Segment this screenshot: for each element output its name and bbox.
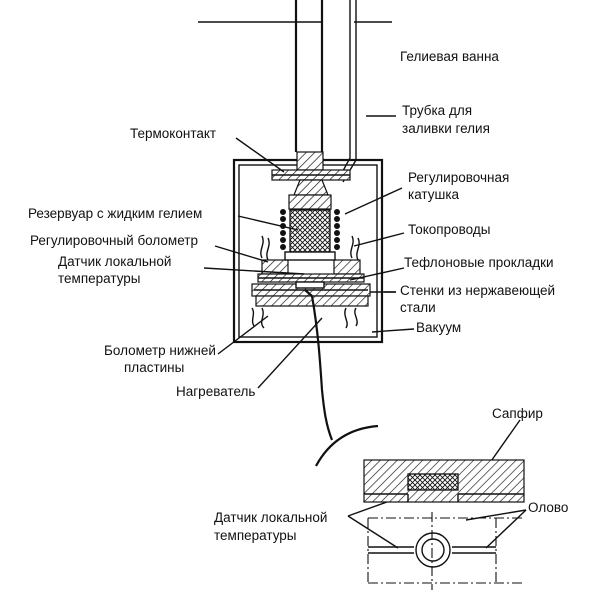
label-tin: Олово — [528, 500, 568, 515]
label-fill-tube-line1: Трубка для — [402, 103, 472, 118]
label-reservoir: Резервуар с жидким гелием — [28, 206, 202, 221]
helium-reservoir — [289, 209, 331, 253]
labels: Гелиевая ванна Трубка для заливки гелия … — [28, 49, 568, 543]
label-current-leads: Токопроводы — [408, 222, 490, 237]
label-heater: Нагреватель — [176, 384, 255, 399]
label-steel-walls-line2: стали — [400, 300, 436, 315]
fill-tube — [337, 0, 396, 183]
label-local-sensor-line2: температуры — [58, 271, 141, 286]
label-bottom-bolometer-line1: Болометр нижней — [104, 343, 216, 358]
detail-view — [363, 459, 525, 590]
label-bottom-bolometer-line2: пластины — [124, 360, 184, 375]
label-fill-tube-line2: заливки гелия — [402, 121, 490, 136]
label-regulating-bolometer: Регулировочный болометр — [30, 233, 198, 248]
label-thermocontact: Термоконтакт — [130, 126, 216, 141]
thermocontact — [271, 151, 351, 196]
label-vacuum: Вакуум — [416, 320, 461, 335]
label-detail-sensor-line1: Датчик локальной — [214, 510, 327, 525]
label-regulating-coil-line1: Регулировочная — [408, 170, 509, 185]
label-helium-bath: Гелиевая ванна — [400, 49, 499, 64]
current-leads — [251, 235, 360, 329]
regulating-coil — [280, 194, 340, 250]
regulating-bolometer — [257, 251, 365, 283]
label-teflon-gaskets: Тефлоновые прокладки — [404, 255, 554, 270]
label-local-sensor-line1: Датчик локальной — [58, 254, 171, 269]
label-sapphire: Сапфир — [492, 406, 543, 421]
label-steel-walls-line1: Стенки из нержавеющей — [400, 283, 555, 298]
label-detail-sensor-line2: температуры — [214, 528, 297, 543]
helium-bath — [198, 0, 392, 152]
heater-wire — [304, 289, 379, 467]
label-regulating-coil-line2: катушка — [408, 187, 460, 202]
